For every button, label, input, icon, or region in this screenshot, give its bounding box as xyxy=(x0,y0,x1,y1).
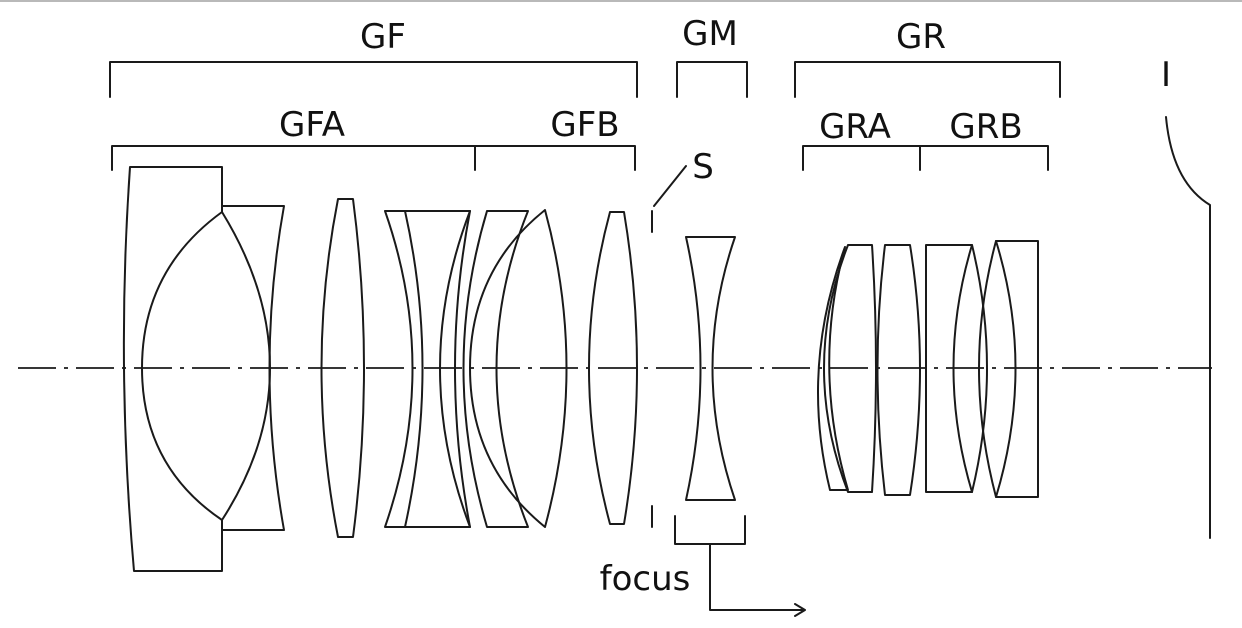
lens-2 xyxy=(221,205,285,531)
bracket-gm xyxy=(676,61,748,98)
label-grb: GRB xyxy=(949,107,1022,147)
bracket-gra-grb xyxy=(802,145,1049,171)
lens-5 xyxy=(462,210,529,528)
lens-grb-1 xyxy=(925,244,973,493)
label-gf: GF xyxy=(360,17,406,57)
label-gfb: GFB xyxy=(550,105,619,145)
aperture-stop-s xyxy=(651,165,687,528)
focus-arrow-icon xyxy=(709,543,806,617)
label-stop: S xyxy=(692,147,714,187)
label-gfa: GFA xyxy=(279,105,345,145)
bracket-gf xyxy=(109,61,638,98)
bracket-focus xyxy=(674,515,746,545)
label-gr: GR xyxy=(896,17,946,57)
label-focus: focus xyxy=(600,559,691,599)
lens-gra-1 xyxy=(817,246,849,491)
bracket-gfa-gfb xyxy=(111,145,636,171)
bracket-gr xyxy=(794,61,1061,98)
lens-1-cemented-surface xyxy=(221,211,271,521)
lens-4-inner xyxy=(404,210,471,528)
label-gm: GM xyxy=(682,14,738,54)
lens-grb-1-surface xyxy=(971,244,988,493)
lens-gra-2 xyxy=(823,244,877,493)
lens-6 xyxy=(469,209,568,528)
label-gra: GRA xyxy=(819,107,891,147)
label-image-plane: I xyxy=(1161,55,1171,95)
lens-7 xyxy=(588,211,638,525)
lens-gra-3 xyxy=(876,244,921,496)
lens-3 xyxy=(320,198,365,538)
lens-gm xyxy=(685,236,736,501)
lens-4-outer xyxy=(384,210,471,528)
image-plane xyxy=(1165,116,1211,539)
lens-1 xyxy=(122,166,223,572)
lens-grb-2-surface xyxy=(995,240,1017,498)
